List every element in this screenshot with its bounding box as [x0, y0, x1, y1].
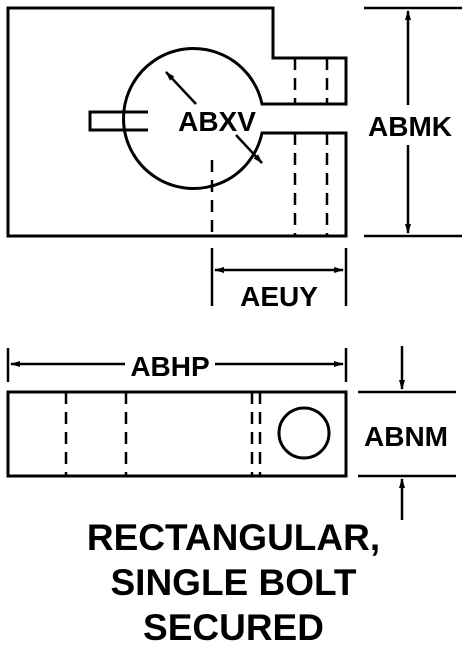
abxv-arrow-lower: [235, 134, 263, 164]
aeuy-label: AEUY: [240, 281, 318, 312]
abmk-label: ABMK: [368, 111, 452, 142]
caption-line-2: SINGLE BOLT: [110, 562, 357, 603]
caption: RECTANGULAR, SINGLE BOLT SECURED: [0, 515, 467, 650]
abxv-label: ABXV: [178, 106, 256, 137]
side-view-bolt-hole: [277, 406, 331, 460]
side-view-outline: [6, 390, 348, 478]
hidden-lines-side: [64, 392, 262, 476]
abnm-label: ABNM: [364, 421, 448, 452]
slot-tab: [88, 110, 148, 132]
top-view-outline: [6, 6, 348, 238]
abhp-label: ABHP: [130, 351, 209, 382]
hidden-lines-top: [210, 58, 329, 236]
abxv-arrow-upper: [165, 71, 197, 105]
caption-line-1: RECTANGULAR,: [86, 517, 381, 558]
caption-line-3: SECURED: [143, 607, 324, 648]
